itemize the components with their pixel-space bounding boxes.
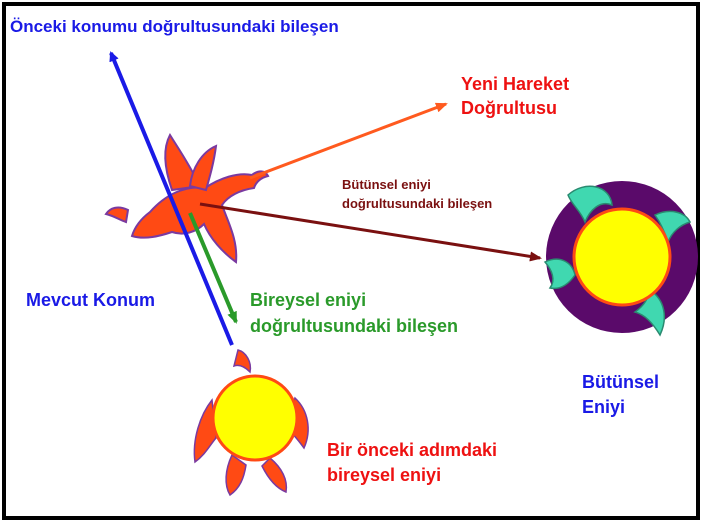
global-best-component-label-line2: doğrultusundaki bileşen (342, 196, 492, 212)
prev-personal-best-label-line2: bireysel eniyi (327, 464, 441, 487)
global-best-component-label-line1: Bütünsel eniyi (342, 177, 431, 193)
current-position-label: Mevcut Konum (26, 289, 155, 312)
global-best-marker (545, 181, 698, 335)
new-direction-arrow (250, 104, 446, 178)
personal-best-component-label-line2: doğrultusundaki bileşen (250, 315, 458, 338)
personal-best-component-label-line1: Bireysel eniyi (250, 289, 366, 312)
global-best-label-line2: Eniyi (582, 396, 625, 419)
previous-direction-label: Önceki konumu doğrultusundaki bileşen (10, 16, 339, 37)
global-best-label-line1: Bütünsel (582, 371, 659, 394)
personal-best-marker (194, 350, 308, 495)
new-direction-label-line2: Doğrultusu (461, 97, 557, 120)
prev-personal-best-label-line1: Bir önceki adımdaki (327, 439, 497, 462)
new-direction-label-line1: Yeni Hareket (461, 73, 569, 96)
current-position-bird (106, 135, 268, 262)
